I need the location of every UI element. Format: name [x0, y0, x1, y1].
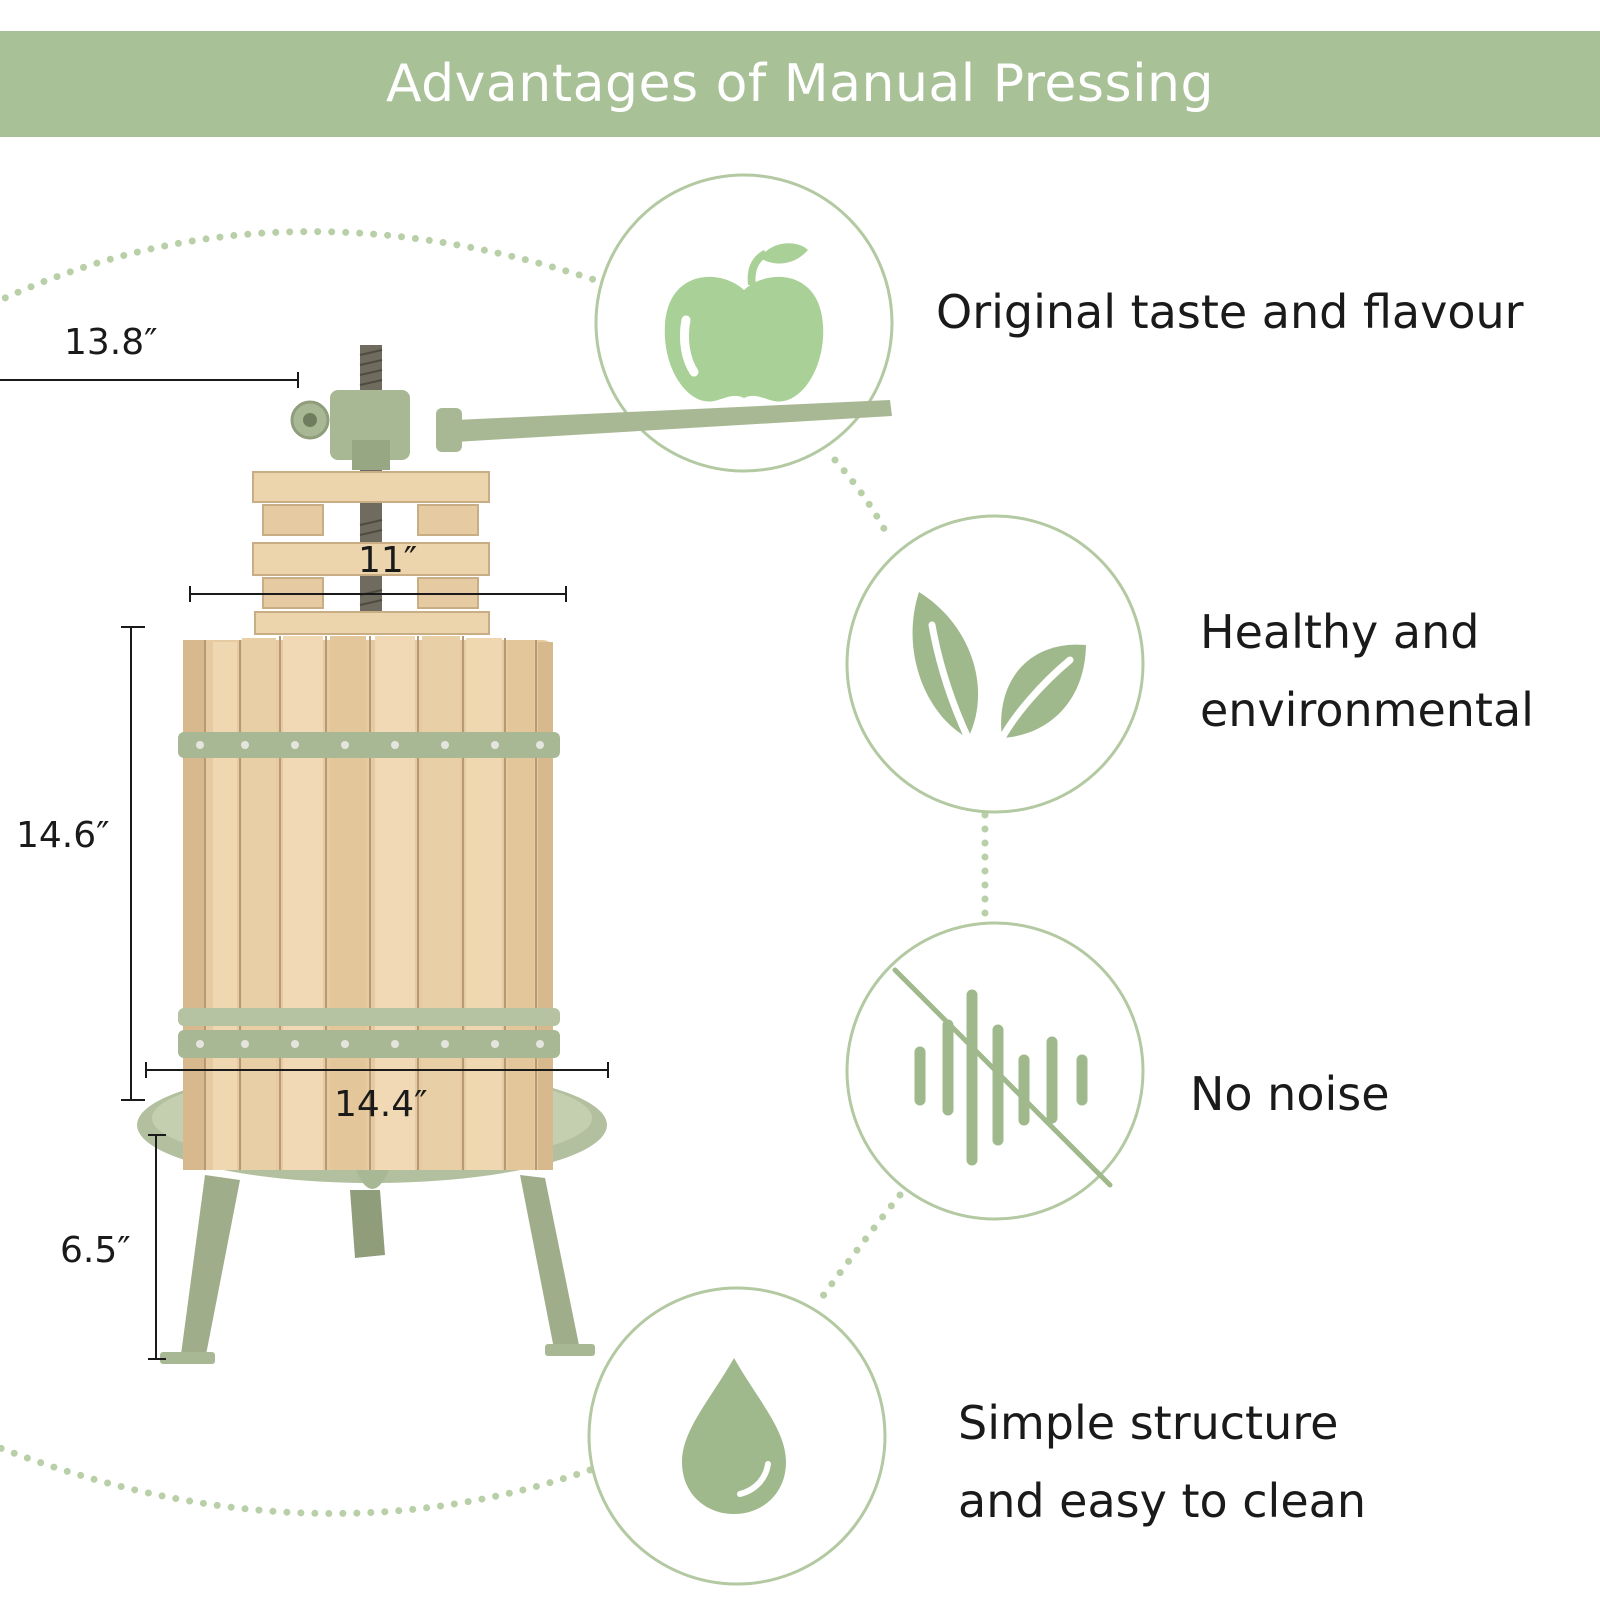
feature-3-text: No noise: [1190, 1055, 1390, 1133]
feature-4-line-1: Simple structure: [958, 1396, 1339, 1450]
feature-2-line-1: Healthy and: [1200, 605, 1480, 659]
feature-4-text: Simple structure and easy to clean: [958, 1384, 1366, 1540]
feature-2-text: Healthy and environmental: [1200, 593, 1534, 749]
dimension-leg-height: 6.5″: [60, 1230, 131, 1271]
feature-3-line-1: No noise: [1190, 1067, 1390, 1121]
cider-press: [137, 345, 892, 1364]
barrel: [178, 636, 560, 1170]
feature-1-line-1: Original taste and flavour: [936, 285, 1524, 339]
page-title: Advantages of Manual Pressing: [385, 54, 1215, 114]
dimension-height: 14.6″: [16, 815, 110, 856]
dotted-connector: [0, 228, 989, 1517]
dimension-lines: [0, 372, 609, 1360]
feature-1-text: Original taste and flavour: [936, 273, 1524, 351]
water-drop-icon: [682, 1358, 786, 1514]
dimension-top-width: 13.8″: [64, 322, 158, 363]
leaves-icon: [912, 592, 1086, 742]
apple-icon: [664, 243, 824, 402]
dimension-inner-width: 11″: [358, 540, 418, 581]
feature-circle-2: [845, 514, 1145, 814]
no-sound-icon: [892, 967, 1113, 1188]
title-banner: Advantages of Manual Pressing: [0, 31, 1600, 137]
feature-4-line-2: and easy to clean: [958, 1474, 1366, 1528]
dimension-base-width: 14.4″: [334, 1084, 428, 1125]
feature-2-line-2: environmental: [1200, 683, 1534, 737]
